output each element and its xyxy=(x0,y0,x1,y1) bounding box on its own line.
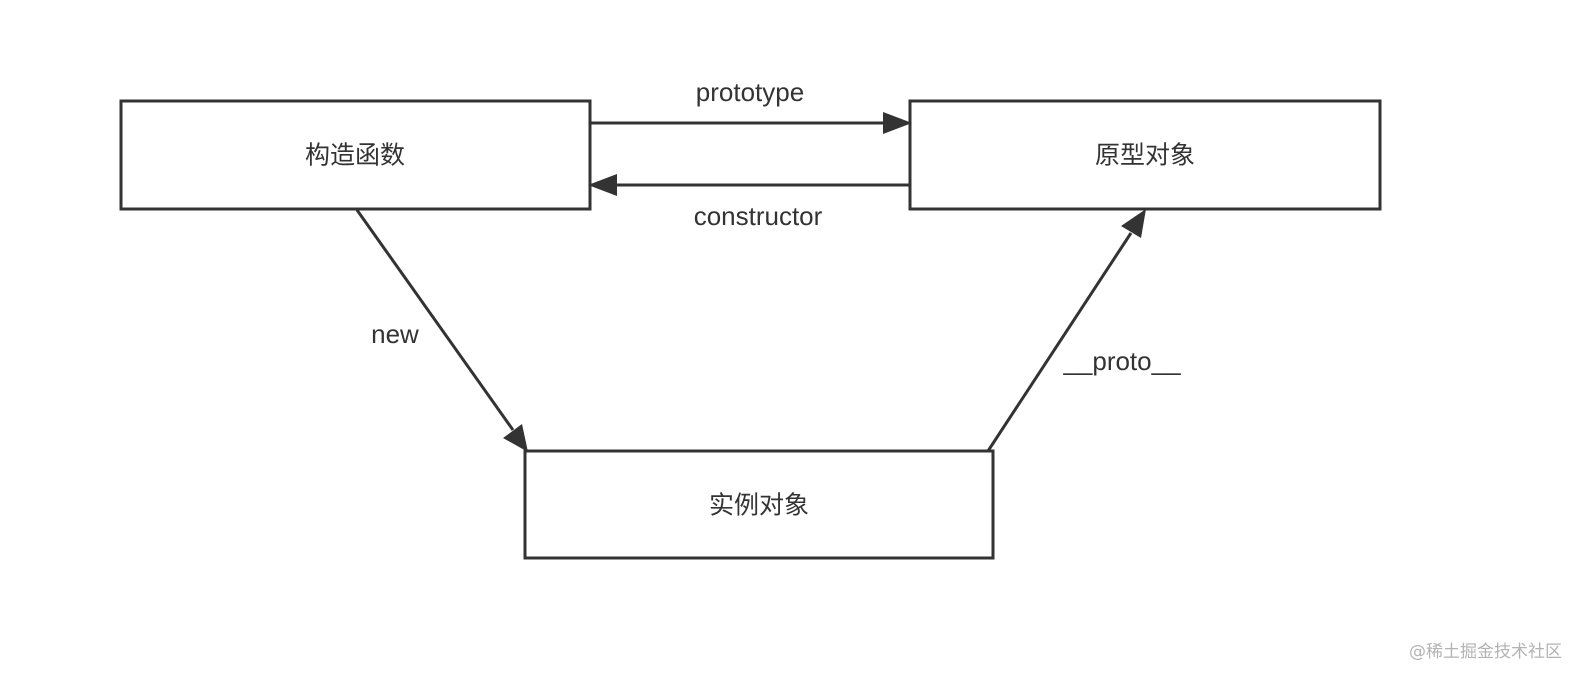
proto-edge: __proto__ xyxy=(986,209,1181,452)
constructor-edge-label: constructor xyxy=(694,201,823,231)
constructor-function-box xyxy=(119,99,592,211)
prototype-object-node: 原型对象 xyxy=(908,99,1382,211)
prototype-edge: prototype xyxy=(590,77,912,134)
new-arrow-line xyxy=(355,209,515,431)
new-edge-label: new xyxy=(371,319,419,349)
watermark-text: @稀土掘金技术社区 xyxy=(1409,642,1562,662)
constructor-function-label: 构造函数 xyxy=(305,141,405,170)
proto-edge-label: __proto__ xyxy=(1062,346,1181,376)
proto-arrow-head xyxy=(1121,209,1146,238)
constructor-arrow-head xyxy=(588,174,617,196)
constructor-edge: constructor xyxy=(588,174,910,231)
instance-object-box xyxy=(523,449,995,560)
prototype-object-label: 原型对象 xyxy=(1095,141,1195,170)
instance-object-node: 实例对象 xyxy=(523,449,995,560)
instance-object-label: 实例对象 xyxy=(709,491,809,520)
new-edge: new xyxy=(355,209,528,452)
prototype-object-box xyxy=(908,99,1382,211)
new-arrow-head xyxy=(503,424,528,452)
proto-arrow-line xyxy=(986,232,1133,452)
prototype-edge-label: prototype xyxy=(696,77,804,107)
prototype-arrow-head xyxy=(883,112,912,134)
constructor-function-node: 构造函数 xyxy=(119,99,592,211)
